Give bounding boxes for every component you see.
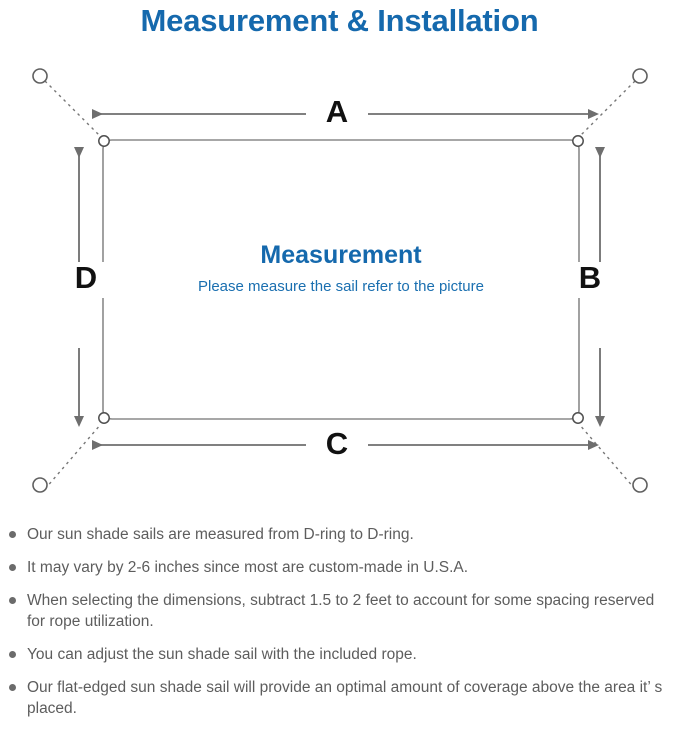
anchor-points xyxy=(32,68,648,493)
bullet-dot-icon xyxy=(9,564,16,571)
rope-line-bottom-left xyxy=(44,423,102,490)
dimension-label-c: C xyxy=(311,428,363,459)
d-ring-bottom-left xyxy=(98,412,110,424)
sail-measurement-subtitle: Please measure the sail refer to the pic… xyxy=(198,278,484,295)
dimension-label-a: A xyxy=(311,96,363,127)
dimension-label-b: B xyxy=(570,262,610,298)
list-item-text: Our sun shade sails are measured from D-… xyxy=(27,526,414,543)
dimension-arrows xyxy=(74,109,605,450)
bullet-dot-icon xyxy=(9,597,16,604)
list-item: When selecting the dimensions, subtract … xyxy=(0,590,679,632)
dimension-label-d: D xyxy=(66,262,106,298)
d-ring-top-right xyxy=(572,135,584,147)
anchor-ring-top-left xyxy=(32,68,48,84)
list-item: You can adjust the sun shade sail with t… xyxy=(0,644,679,665)
bullet-dot-icon xyxy=(9,684,16,691)
rope-line-bottom-right xyxy=(578,423,636,490)
d-ring-bottom-right xyxy=(572,412,584,424)
list-item-text: It may vary by 2-6 inches since most are… xyxy=(27,559,469,576)
notes-list: Our sun shade sails are measured from D-… xyxy=(0,524,679,731)
rope-line-top-left xyxy=(44,80,102,138)
bullet-dot-icon xyxy=(9,531,16,538)
d-ring-top-left xyxy=(98,135,110,147)
list-item: Our sun shade sails are measured from D-… xyxy=(0,524,679,545)
rope-line-top-right xyxy=(578,80,636,138)
sun-shade-sail-diagram xyxy=(32,68,648,493)
rope-lines xyxy=(44,80,636,490)
list-item-text: When selecting the dimensions, subtract … xyxy=(27,592,655,630)
list-item-text: Our flat-edged sun shade sail will provi… xyxy=(27,679,663,717)
list-item: It may vary by 2-6 inches since most are… xyxy=(0,557,679,578)
bullet-dot-icon xyxy=(9,651,16,658)
anchor-ring-bottom-right xyxy=(632,477,648,493)
page-title: Measurement & Installation xyxy=(140,3,539,38)
d-rings xyxy=(98,135,584,424)
anchor-ring-top-right xyxy=(632,68,648,84)
anchor-ring-bottom-left xyxy=(32,477,48,493)
list-item: Our flat-edged sun shade sail will provi… xyxy=(0,677,679,719)
sail-measurement-title: Measurement xyxy=(260,241,422,269)
list-item-text: You can adjust the sun shade sail with t… xyxy=(27,646,417,663)
